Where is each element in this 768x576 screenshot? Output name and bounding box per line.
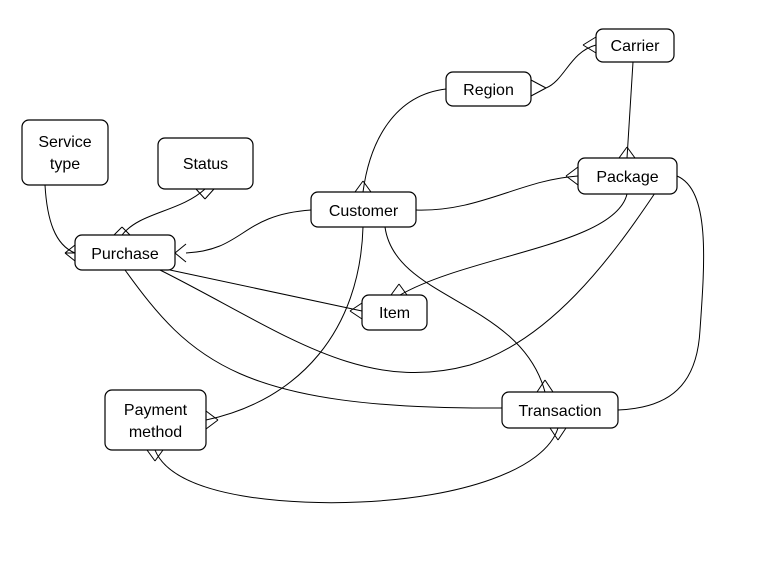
crow-foot-marker (536, 379, 554, 393)
crow-foot-marker (205, 410, 219, 430)
edge-carrier-region (545, 44, 597, 89)
entity-label-line: type (50, 156, 80, 173)
entity-label-line: Transaction (519, 403, 602, 420)
entity-status: Status (157, 137, 254, 190)
entity-package: Package (577, 157, 678, 195)
edge-customer-region (362, 88, 447, 193)
relationship-lines (44, 44, 705, 504)
entity-payment-method: Payment method (104, 389, 207, 451)
entity-label-line: Service (38, 134, 91, 151)
entity-label-line: Carrier (611, 38, 661, 55)
crow-foot-marker (349, 302, 363, 320)
entity-box (577, 157, 678, 195)
entity-box (595, 28, 675, 63)
crow-foot-marker (390, 283, 408, 296)
entity-box (310, 191, 417, 228)
entity-label-line: Package (596, 169, 658, 186)
entity-label-line: Customer (329, 203, 399, 220)
entity-label-line: Payment (124, 402, 188, 419)
crow-foot-markers (64, 36, 636, 462)
edge-service_type-purchase (44, 184, 76, 254)
entity-purchase: Purchase (74, 234, 176, 271)
edge-customer-package (415, 175, 579, 211)
entity-label-line: method (129, 424, 182, 441)
edge-status-purchase (121, 188, 206, 236)
crow-foot-marker (582, 36, 597, 54)
crow-foot-marker (549, 427, 567, 441)
entity-box (21, 119, 109, 186)
edge-customer-payment_method (205, 226, 364, 421)
edge-purchase-transaction (124, 269, 503, 409)
entity-customer: Customer (310, 191, 417, 228)
entity-box (74, 234, 176, 271)
entity-item: Item (361, 294, 428, 331)
entity-transaction: Transaction (501, 391, 619, 429)
entity-region: Region (445, 71, 532, 107)
crow-foot-marker (530, 79, 547, 97)
entity-label-line: Region (463, 82, 514, 99)
edge-carrier-package (626, 61, 634, 159)
edge-customer-purchase (185, 209, 312, 254)
crow-foot-marker (64, 244, 76, 262)
edge-purchase-package (159, 192, 656, 373)
crow-foot-marker (146, 449, 164, 462)
entity-box (361, 294, 428, 331)
entity-box (157, 137, 254, 190)
crow-foot-marker (354, 180, 372, 193)
edge-package-transaction (617, 175, 705, 411)
crow-foot-marker (195, 188, 215, 200)
entity-label-line: Purchase (91, 246, 159, 263)
entity-label-line: Status (183, 156, 228, 173)
edge-customer-transaction (384, 226, 546, 393)
entity-carrier: Carrier (595, 28, 675, 63)
crow-foot-marker (618, 146, 636, 159)
entity-service-type: Service type (21, 119, 109, 186)
edge-package-item (399, 193, 628, 296)
entity-label-line: Item (379, 305, 410, 322)
crow-foot-marker (174, 243, 187, 263)
entity-box (104, 389, 207, 451)
crow-foot-marker (565, 166, 579, 186)
entity-box (445, 71, 532, 107)
edge-purchase-item (169, 269, 363, 312)
entity-box (501, 391, 619, 429)
crow-foot-marker (113, 226, 131, 236)
edge-payment_method-transaction (154, 427, 559, 504)
